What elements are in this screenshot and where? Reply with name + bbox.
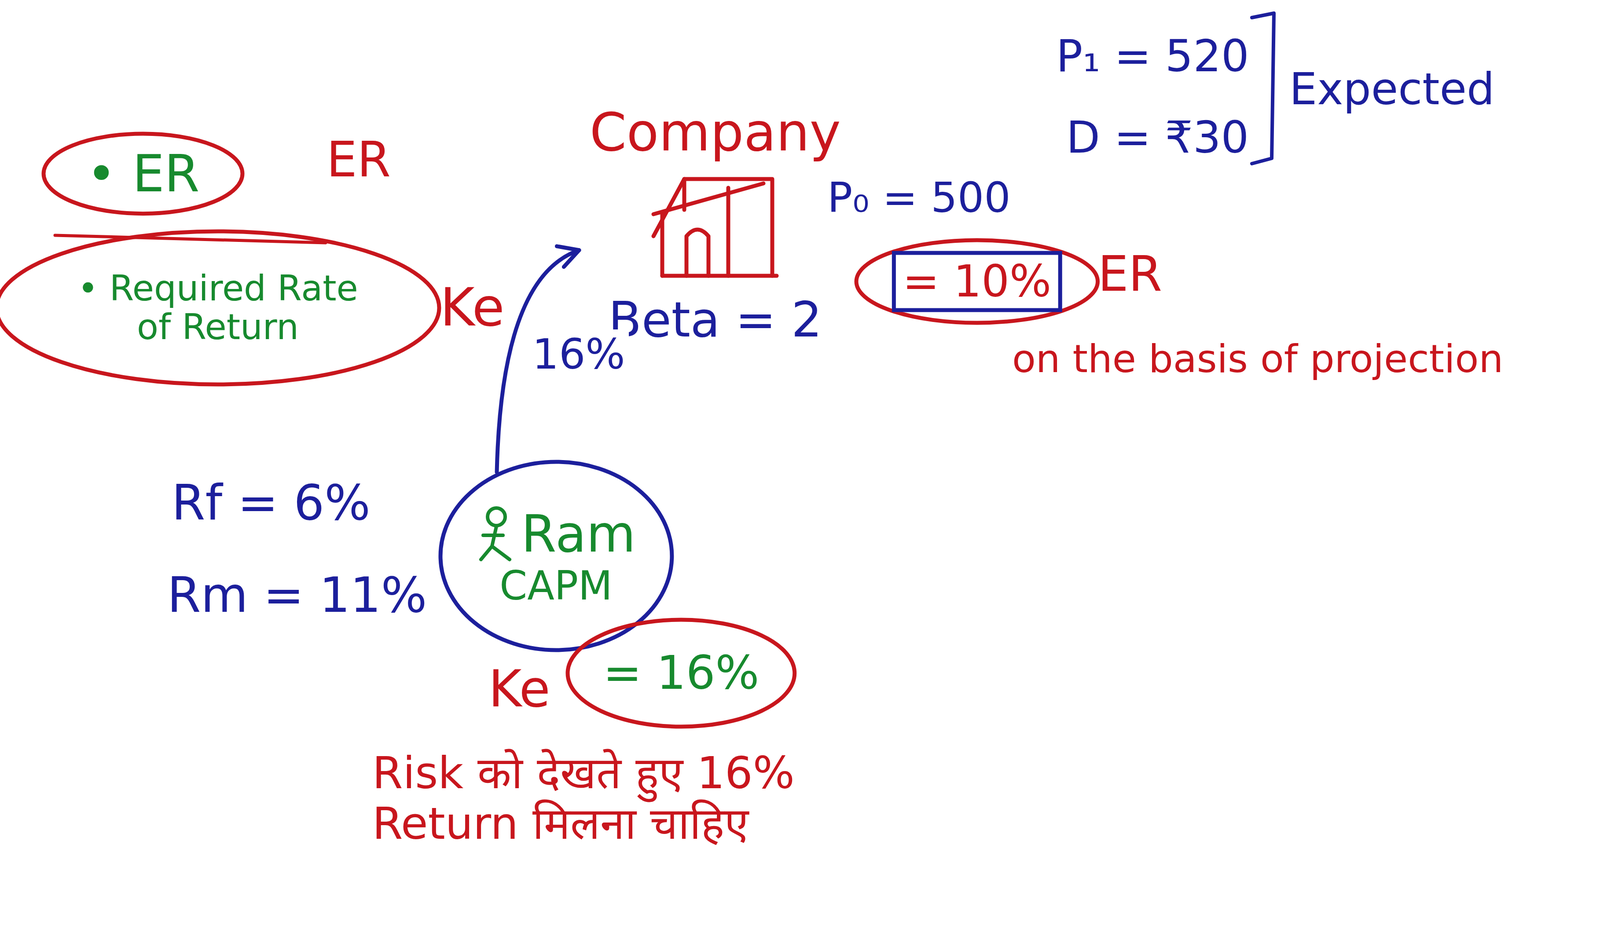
outline-ellipse [856,240,1098,323]
company-house: CompanyBeta = 2 [580,99,850,352]
term-label: ER [326,132,391,188]
node-text: Ram [521,506,636,563]
note-text: Risk को देखते हुए 16% Return मिलना चाहिए [372,748,923,850]
node-content: CompanyBeta = 2 [589,103,841,347]
edge-label: 16% [528,329,629,380]
outline-ellipse [0,231,440,385]
term-ellipse: • Required Rate of Return [0,228,442,388]
outline-ellipse [440,462,672,651]
person-line [480,546,492,560]
term-label: ER [1097,246,1163,303]
node-text: Beta = 2 [608,293,823,347]
term-label: Ke [488,660,551,719]
node-text: • ER [86,146,200,202]
house-icon [644,170,786,285]
house-line [686,229,709,276]
rate-label: Rm = 11% [167,567,427,624]
outline-box [893,253,1061,311]
price-label: P₀ = 500 [827,173,1011,222]
term-ellipse: • ER [40,131,246,217]
expected-return-box: = 10% [853,237,1101,326]
rate-label: Rf = 6% [171,475,371,532]
node-heading: Company [589,103,841,162]
arrow-head [556,246,580,268]
house-line [660,214,665,276]
house-line [653,183,764,215]
house-line [726,187,731,276]
node-content: = 16% [603,648,760,700]
node-content: RamCAPM [476,504,636,608]
outline-ellipse [567,620,795,727]
dividend-label: D = ₹30 [1066,112,1249,163]
person-line [491,526,510,560]
person-row: Ram [476,504,636,565]
house-line [653,179,773,276]
person-line [483,533,503,538]
person-head [487,508,506,526]
node-text: CAPM [499,564,613,608]
note-text: on the basis of projection [1012,336,1504,382]
house-line [662,274,777,279]
node-content: = 10% [902,257,1052,306]
person-icon [476,504,517,565]
node-text: = 16% [603,648,760,700]
expected-bracket [1251,13,1274,164]
node-text: • Required Rate of Return [63,269,372,347]
node-text: = 10% [902,257,1052,306]
term-label: Ke [440,277,505,338]
required-return-ellipse: = 16% [565,617,798,730]
node-content: • ER [86,146,200,202]
bracket-note: Expected [1289,63,1495,115]
outline-ellipse [43,133,243,214]
node-content: • Required Rate of Return [63,269,372,347]
price-label: P₁ = 520 [1056,30,1250,82]
